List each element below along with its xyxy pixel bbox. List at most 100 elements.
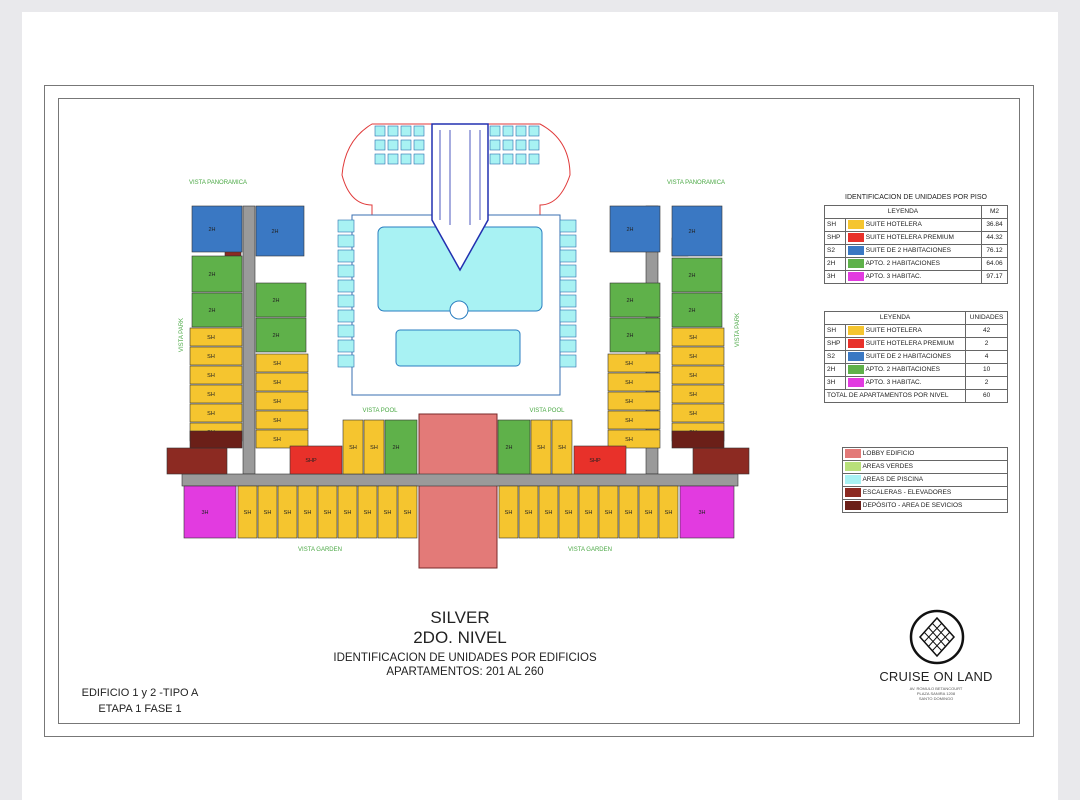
- legend-label: LOBBY EDIFICIO: [842, 447, 1008, 461]
- sunbed: [337, 249, 355, 263]
- unit-apt2: [671, 257, 723, 293]
- unit-sh: [518, 485, 539, 539]
- unit-s2: [671, 205, 723, 257]
- sunbed: [387, 139, 399, 151]
- unit-sh: [255, 410, 309, 430]
- unit-sh: [363, 419, 385, 475]
- unit-apt2: [671, 292, 723, 328]
- sunbed: [400, 139, 412, 151]
- unit-sh: [257, 485, 278, 539]
- legend-code: 3H: [824, 376, 846, 390]
- legend-swatch: [845, 461, 861, 471]
- unit-sh: [607, 372, 661, 392]
- sunbed: [489, 125, 501, 137]
- unit-label: SH: [273, 437, 281, 443]
- sunbed: [337, 354, 355, 368]
- legend-swatch: [845, 474, 861, 484]
- unit-label: SH: [207, 411, 215, 417]
- unit-apt2: [609, 317, 661, 353]
- legend-swatch: [848, 338, 864, 348]
- unit-sh: [255, 391, 309, 411]
- legend-total-label: TOTAL DE APARTAMENTOS POR NIVEL: [823, 389, 967, 403]
- legend-value: 10: [965, 363, 1008, 377]
- unit-s2: [191, 205, 243, 253]
- sunbed: [387, 125, 399, 137]
- lobby-walk: [418, 413, 498, 569]
- view-label-park-left: VISTA PARK: [179, 318, 185, 352]
- unit-label: SH: [689, 354, 697, 360]
- legend-swatch: [848, 271, 864, 281]
- legend-total-value: 60: [965, 389, 1008, 403]
- unit-label: 2H: [272, 298, 279, 304]
- unit-label: 2H: [272, 333, 279, 339]
- sunbed: [337, 234, 355, 248]
- unit-sh: [671, 384, 725, 404]
- unit-label: SH: [665, 510, 673, 516]
- legend-swatch: [848, 325, 864, 335]
- legend-value: 76.12: [980, 244, 1009, 258]
- unit-sh: [397, 485, 418, 539]
- unit-label: SH: [273, 399, 281, 405]
- unit-apt2: [255, 282, 307, 318]
- legend-swatch: [845, 500, 861, 510]
- unit-sh: [237, 485, 258, 539]
- sunbed: [374, 153, 386, 165]
- unit-sh: [342, 419, 364, 475]
- legend-code: SHP: [824, 231, 846, 245]
- legend-header-row: LEYENDA M2: [824, 205, 1009, 219]
- unit-label: SH: [505, 510, 513, 516]
- unit-label: SH: [689, 335, 697, 341]
- unit-label: SH: [207, 354, 215, 360]
- slide: [431, 123, 489, 272]
- unit-label: SH: [625, 380, 633, 386]
- view-labels: VISTA PANORAMICA VISTA PANORAMICA VISTA …: [179, 180, 741, 553]
- unit-label: SH: [565, 510, 573, 516]
- unit-label: SHP: [589, 458, 601, 464]
- sunbed: [489, 153, 501, 165]
- legend-header-value: M2: [980, 205, 1009, 219]
- unit-sh: [189, 384, 243, 404]
- unit-sh: [618, 485, 639, 539]
- unit-label: SHP: [305, 458, 317, 464]
- sunbed: [400, 153, 412, 165]
- sunbed: [413, 139, 425, 151]
- view-label-pool-right: VISTA POOL: [530, 408, 566, 414]
- unit-label: SH: [625, 510, 633, 516]
- sunbed: [559, 249, 577, 263]
- unit-sh: [551, 419, 573, 475]
- service-right: [671, 430, 725, 449]
- cruise-on-land-logo: [909, 609, 965, 665]
- legend-swatch: [848, 364, 864, 374]
- building-type: EDIFICIO 1 y 2 -TIPO A: [81, 687, 199, 699]
- unit-apt2: [255, 317, 307, 353]
- unit-sh: [607, 429, 661, 449]
- sunbed: [559, 324, 577, 338]
- sunbed: [502, 139, 514, 151]
- legend-row: LOBBY EDIFICIO: [842, 447, 1008, 461]
- sunbed: [559, 264, 577, 278]
- unit-label: 2H: [392, 445, 399, 451]
- legend-code: S2: [824, 350, 846, 364]
- unit-sh: [337, 485, 358, 539]
- unit-label: SH: [558, 445, 566, 451]
- unit-sh: [189, 365, 243, 385]
- view-label-panoramica-right: VISTA PANORAMICA: [667, 180, 725, 186]
- legend-label: SUITE HOTELERA: [844, 324, 967, 338]
- unit-label: SH: [207, 335, 215, 341]
- brand-address-line: AV. ROMULO BETANCOURT: [909, 686, 963, 691]
- unit-label: SH: [525, 510, 533, 516]
- legend-row: AREAS VERDES: [842, 460, 1008, 474]
- unit-sh: [255, 372, 309, 392]
- unit-label: SH: [625, 361, 633, 367]
- legend-swatch: [848, 245, 864, 255]
- legend-value: 97.17: [980, 270, 1009, 284]
- legend-swatch: [845, 487, 861, 497]
- legend-label: SUITE HOTELERA PREMIUM: [845, 231, 982, 245]
- legend-label: SUITE DE 2 HABITACIONES: [845, 244, 982, 258]
- unit-sh: [189, 403, 243, 423]
